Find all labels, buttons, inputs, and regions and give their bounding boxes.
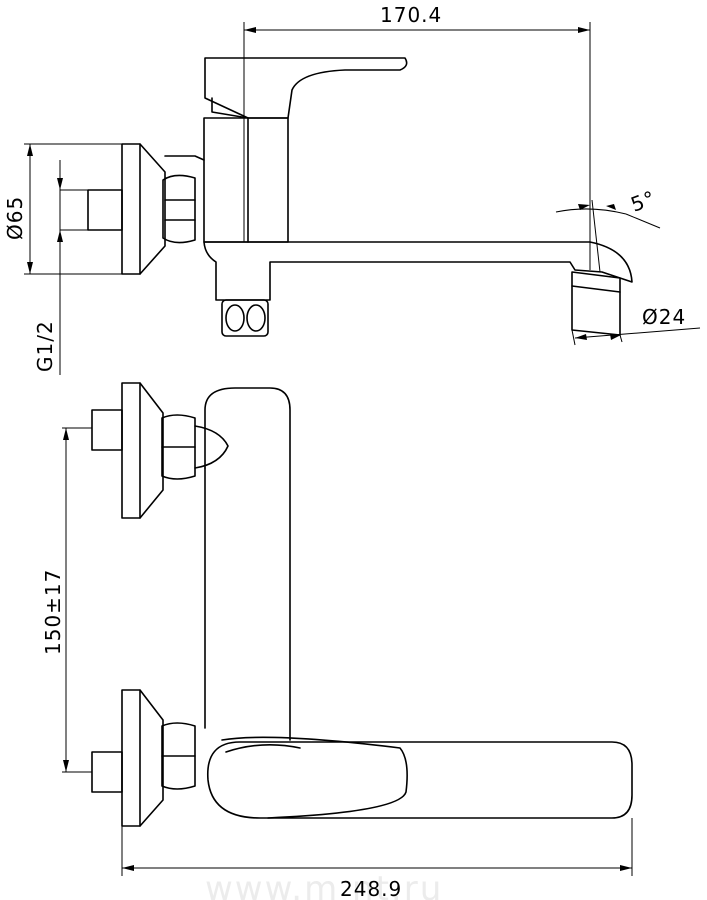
dim-170-4: 170.4 [380, 3, 442, 27]
mixer-body [203, 117, 289, 243]
handle-top [221, 736, 408, 819]
dim-d24: Ø24 [642, 305, 686, 329]
dim-150: 150±17 [41, 569, 65, 655]
watermark-text: www.m nt.ru [205, 869, 443, 900]
handle-lever [204, 57, 408, 119]
side-view: 170.4 Ø65 G1/2 5° Ø24 [3, 3, 701, 375]
dim-d65: Ø65 [3, 196, 27, 240]
upper-flange [121, 382, 164, 519]
wall-flange [121, 143, 166, 275]
lower-flange [121, 689, 164, 827]
hex-nut [162, 174, 196, 244]
dim-angle-5: 5° [628, 186, 659, 217]
aerator [571, 271, 621, 336]
spout-top [207, 741, 633, 819]
spout [203, 241, 633, 301]
diverter-knob [221, 299, 269, 337]
dim-248-9: 248.9 [340, 877, 402, 900]
top-view: 150±17 248.9 [41, 382, 633, 900]
thread-pipe [87, 189, 123, 231]
dim-g1-2: G1/2 [33, 320, 57, 372]
body-vertical [204, 387, 291, 741]
